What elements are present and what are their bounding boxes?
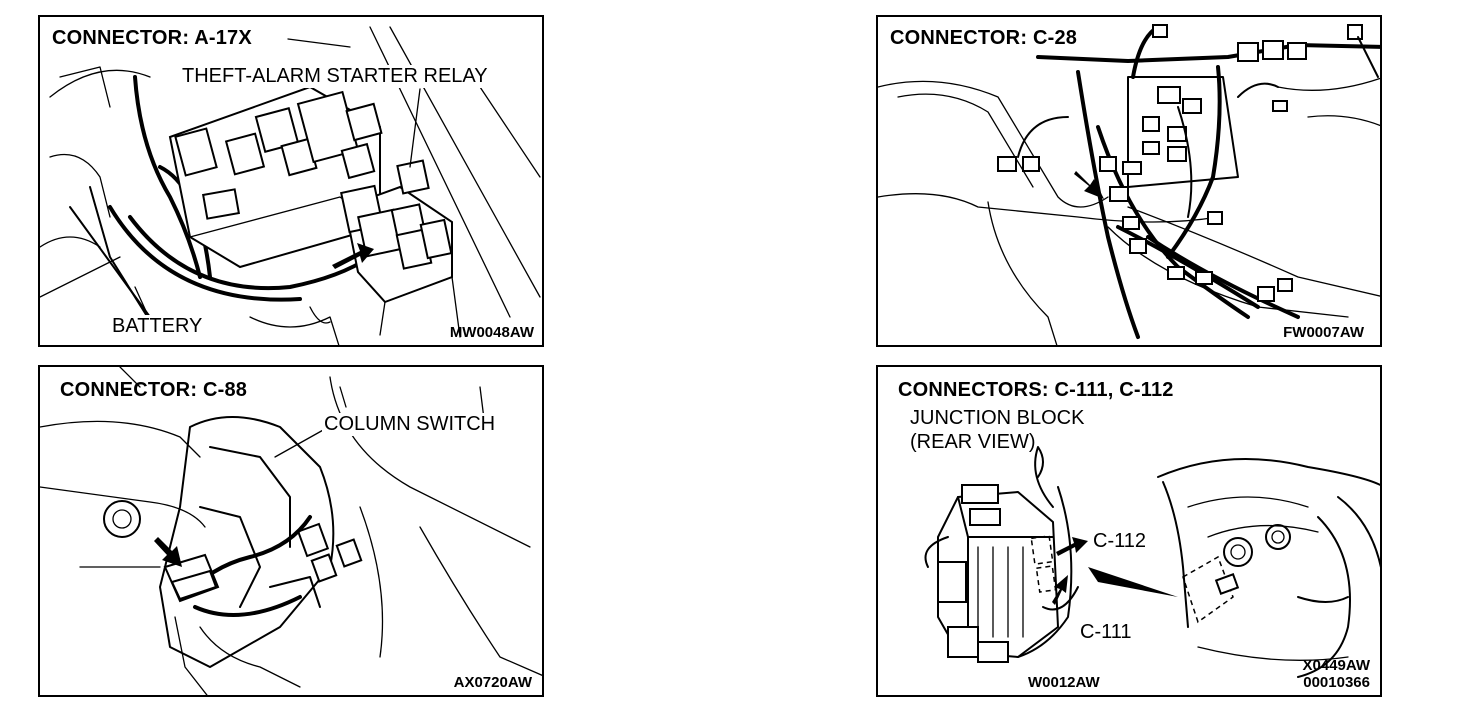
figure-code-right-line1: X0449AW xyxy=(1302,657,1370,674)
connector-c-111-label: C-111 xyxy=(1078,621,1134,644)
battery-label: BATTERY xyxy=(110,315,205,338)
junction-block-label: JUNCTION BLOCK xyxy=(910,407,1085,429)
theft-alarm-starter-relay-label: THEFT-ALARM STARTER RELAY xyxy=(180,65,490,88)
steering-column-illustration xyxy=(40,367,542,695)
engine-bay-illustration xyxy=(40,26,541,345)
figure-code-right-line2: 00010366 xyxy=(1303,674,1370,691)
dash-harness-illustration xyxy=(878,24,1380,345)
panel-title: CONNECTOR: C-28 xyxy=(890,27,1082,50)
figure-code: FW0007AW xyxy=(1283,324,1364,341)
figure-code: MW0048AW xyxy=(449,324,534,341)
figure-code-left: W0012AW xyxy=(1028,674,1100,691)
panel-title: CONNECTORS: C-111, C-112 xyxy=(898,379,1174,401)
panel-title: CONNECTOR: A-17X xyxy=(52,27,252,49)
panel-connector-c-88: CONNECTOR: C-88 COLUMN SWITCH AX0720AW xyxy=(38,365,544,697)
connector-c-112-label: C-112 xyxy=(1091,530,1148,553)
figure-code-right: X0449AW 00010366 xyxy=(1302,657,1370,691)
panel-title: CONNECTOR: C-88 xyxy=(60,379,248,401)
panel-connector-a-17x: CONNECTOR: A-17X THEFT-ALARM STARTER REL… xyxy=(38,15,544,347)
rear-view-label: (REAR VIEW) xyxy=(910,431,1036,453)
panel-connector-c-28: CONNECTOR: C-28 FW0007AW xyxy=(876,15,1382,347)
junction-block-illustration xyxy=(924,446,1380,678)
column-switch-label: COLUMN SWITCH xyxy=(322,413,498,436)
panel-connectors-c-111-c-112: CONNECTORS: C-111, C-112 JUNCTION BLOCK … xyxy=(876,365,1382,697)
figure-code: AX0720AW xyxy=(453,674,532,691)
